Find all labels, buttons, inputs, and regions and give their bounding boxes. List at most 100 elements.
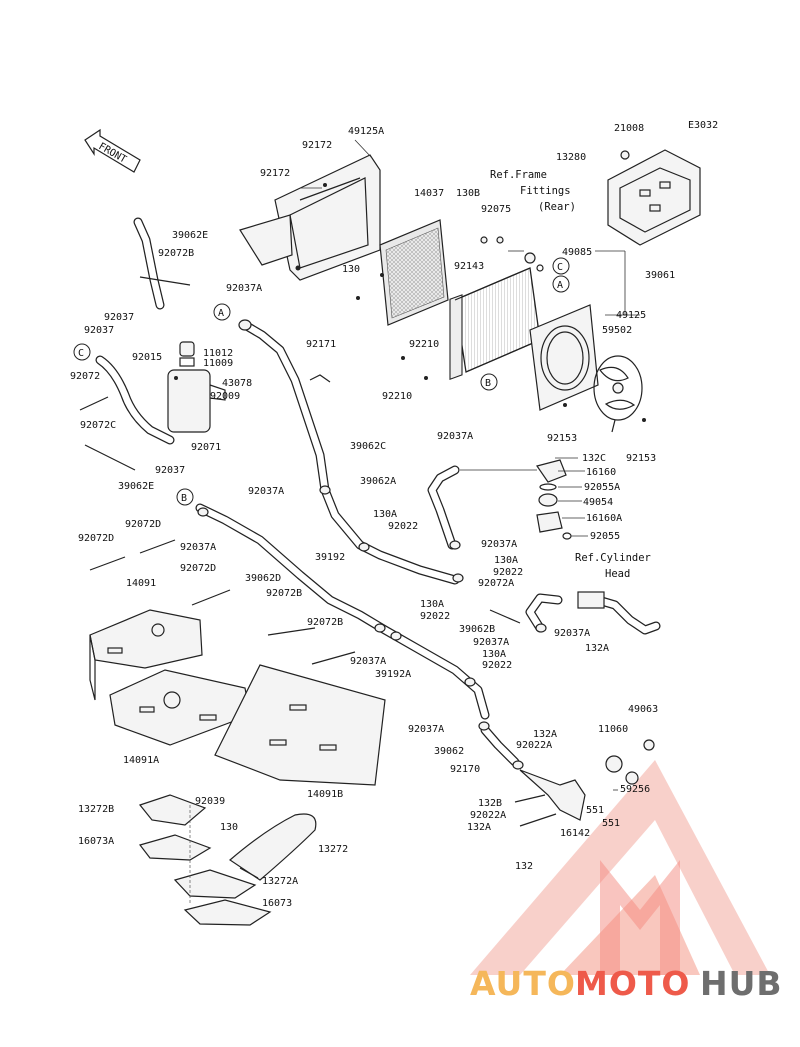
fan-shroud bbox=[529, 304, 599, 411]
thermostat-housing bbox=[536, 459, 572, 540]
label-92171: 92171 bbox=[306, 339, 336, 350]
label-132a-3: 132A bbox=[467, 822, 491, 833]
label-92037a-2: 92037A bbox=[248, 486, 284, 497]
reservoir-tank bbox=[167, 341, 226, 433]
label-92009: 92009 bbox=[210, 391, 240, 402]
label-92037a-3: 92037A bbox=[481, 539, 517, 550]
label-39062b: 39062B bbox=[459, 624, 495, 635]
svg-text:C: C bbox=[557, 262, 563, 273]
label-130a-2: 130A bbox=[494, 555, 518, 566]
watermark-text: AUTO MOTO HUB bbox=[470, 964, 783, 1003]
label-130-bottom: 130 bbox=[220, 822, 238, 833]
label-92022-4: 92022 bbox=[482, 660, 512, 671]
label-92022-2: 92022 bbox=[493, 567, 523, 578]
watermark-logo bbox=[470, 760, 770, 975]
label-16160a: 16160A bbox=[586, 513, 622, 524]
label-39062c: 39062C bbox=[350, 441, 386, 452]
svg-text:B: B bbox=[485, 378, 491, 389]
label-59502: 59502 bbox=[602, 325, 632, 336]
hose-39062a bbox=[427, 465, 460, 550]
label-130-top: 130 bbox=[342, 264, 360, 275]
hose-39062 bbox=[480, 725, 520, 767]
label-13272a: 13272A bbox=[262, 876, 298, 887]
label-11009: 11009 bbox=[203, 358, 233, 369]
label-132a-1: 132A bbox=[585, 643, 609, 654]
label-39062d: 39062D bbox=[245, 573, 281, 584]
guard-plates-lower bbox=[138, 794, 272, 926]
label-14037: 14037 bbox=[414, 188, 444, 199]
label-92037a-7: 92037A bbox=[350, 656, 386, 667]
label-92022-1: 92022 bbox=[388, 521, 418, 532]
ref-frame-2: Fittings bbox=[520, 185, 571, 197]
cooling-fan bbox=[593, 355, 643, 433]
svg-text:C: C bbox=[78, 348, 84, 359]
label-49125: 49125 bbox=[616, 310, 646, 321]
label-49063: 49063 bbox=[628, 704, 658, 715]
label-14091: 14091 bbox=[126, 578, 156, 589]
guard-13272 bbox=[229, 813, 317, 881]
label-132a-2: 132A bbox=[533, 729, 557, 740]
label-92072d-1: 92072D bbox=[78, 533, 114, 544]
label-92039: 92039 bbox=[195, 796, 225, 807]
label-551-a: 551 bbox=[586, 805, 604, 816]
label-92210-b: 92210 bbox=[382, 391, 412, 402]
label-92170: 92170 bbox=[450, 764, 480, 775]
label-92072d-3: 92072D bbox=[180, 563, 216, 574]
svg-text:A: A bbox=[557, 280, 563, 291]
label-92055: 92055 bbox=[590, 531, 620, 542]
label-92015: 92015 bbox=[132, 352, 162, 363]
radiator-screen bbox=[379, 219, 449, 326]
label-39062e-bottom: 39062E bbox=[118, 481, 154, 492]
label-92072b-mid2: 92072B bbox=[307, 617, 343, 628]
skid-plate-14091 bbox=[89, 609, 203, 701]
label-92072: 92072 bbox=[70, 371, 100, 382]
label-92071: 92071 bbox=[191, 442, 221, 453]
label-130b: 130B bbox=[456, 188, 480, 199]
label-92072b-mid: 92072B bbox=[266, 588, 302, 599]
label-92037a-5: 92037A bbox=[554, 628, 590, 639]
part-labels: E3032 21008 13280 Ref.Frame Fittings (Re… bbox=[70, 120, 718, 909]
label-92037a-top: 92037A bbox=[226, 283, 262, 294]
label-92072c: 92072C bbox=[80, 420, 116, 431]
svg-text:A: A bbox=[218, 308, 224, 319]
label-92022a-2: 92022A bbox=[470, 810, 506, 821]
watermark-moto: MOTO bbox=[575, 964, 690, 1003]
label-92037a-1: 92037A bbox=[437, 431, 473, 442]
label-132b: 132B bbox=[478, 798, 502, 809]
label-49085: 49085 bbox=[562, 247, 592, 258]
watermark-auto: AUTO bbox=[470, 964, 576, 1003]
label-39062a: 39062A bbox=[360, 476, 396, 487]
ref-frame-3: (Rear) bbox=[538, 201, 576, 213]
label-16142: 16142 bbox=[560, 828, 590, 839]
label-49054: 49054 bbox=[583, 497, 613, 508]
water-pump-pipe bbox=[514, 739, 655, 827]
overflow-hose bbox=[133, 217, 165, 310]
ref-cylinder-1: Ref.Cylinder bbox=[575, 552, 651, 564]
label-39192: 39192 bbox=[315, 552, 345, 563]
label-11060: 11060 bbox=[598, 724, 628, 735]
label-13280: 13280 bbox=[556, 152, 586, 163]
label-16073: 16073 bbox=[262, 898, 292, 909]
label-16160: 16160 bbox=[586, 467, 616, 478]
label-130a-1: 130A bbox=[373, 509, 397, 520]
diagram-code: E3032 bbox=[688, 120, 718, 131]
front-arrow-icon: FRONT bbox=[84, 128, 141, 173]
marker-b-left: B bbox=[176, 488, 194, 506]
label-13272: 13272 bbox=[318, 844, 348, 855]
label-92037-a: 92037 bbox=[104, 312, 134, 323]
label-92153-a: 92153 bbox=[547, 433, 577, 444]
label-13272b: 13272B bbox=[78, 804, 114, 815]
label-39061: 39061 bbox=[645, 270, 675, 281]
label-92210-a: 92210 bbox=[409, 339, 439, 350]
radiator-shroud bbox=[239, 154, 381, 281]
label-49125a: 49125A bbox=[348, 126, 384, 137]
marker-b-top: B bbox=[480, 373, 498, 391]
label-14091b: 14091B bbox=[307, 789, 343, 800]
label-92143: 92143 bbox=[454, 261, 484, 272]
label-43078: 43078 bbox=[222, 378, 252, 389]
label-92075: 92075 bbox=[481, 204, 511, 215]
radiator bbox=[449, 252, 544, 380]
hose-39062c bbox=[240, 320, 460, 585]
watermark-hub: HUB bbox=[700, 964, 783, 1003]
